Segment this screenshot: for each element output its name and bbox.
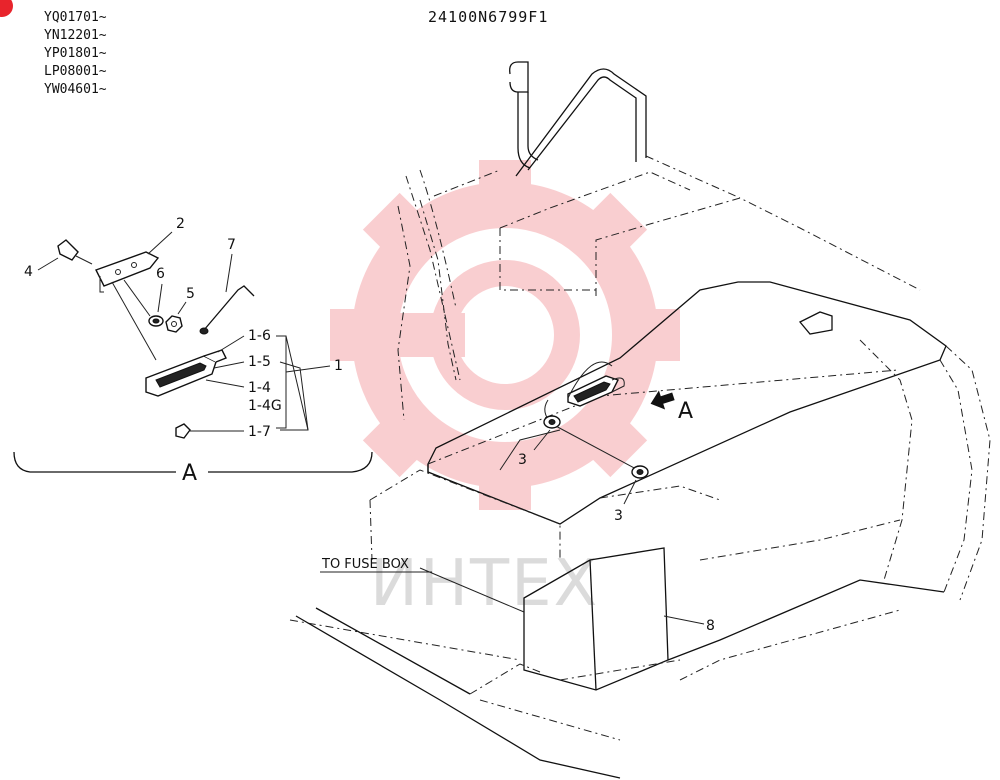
callout-1-6: 1-6	[248, 328, 271, 344]
serial-range: LP08001~	[44, 64, 107, 79]
watermark-logo	[330, 160, 680, 510]
serial-range: YW04601~	[44, 82, 107, 97]
serial-range-list: YQ01701~ YN12201~ YP01801~ LP08001~ YW04…	[44, 10, 107, 97]
clip-part-3	[631, 465, 649, 479]
screw-part-1-7	[175, 423, 244, 439]
callout-2: 2	[176, 216, 185, 232]
serial-range: YQ01701~	[44, 10, 107, 25]
callout-3b: 3	[614, 508, 623, 524]
detail-view-a: A 4 2 6 5	[13, 216, 373, 486]
watermark-text: ИНТЕХ	[370, 547, 599, 621]
callout-5: 5	[186, 286, 195, 302]
serial-range: YP01801~	[44, 46, 107, 61]
clip-part-3	[543, 415, 561, 429]
callout-1-4g: 1-4G	[248, 398, 282, 414]
bolt-part-4	[57, 239, 93, 265]
callout-8: 8	[706, 618, 715, 634]
callout-1-7: 1-7	[248, 424, 271, 440]
callout-4: 4	[24, 264, 33, 280]
callout-1-5: 1-5	[248, 354, 271, 370]
callout-1-4: 1-4	[248, 380, 271, 396]
view-arrow-label: A	[678, 399, 693, 424]
lamp-part-1-4	[145, 349, 227, 397]
callout-1: 1	[334, 358, 343, 374]
serial-range: YN12201~	[44, 28, 107, 43]
drawing-number: 24100N6799F1	[428, 8, 548, 26]
callout-3a: 3	[518, 452, 527, 468]
machine-body	[289, 61, 991, 779]
wire-label: TO FUSE BOX	[321, 557, 409, 572]
callout-7: 7	[227, 237, 236, 253]
cable-part-7	[199, 285, 255, 335]
installed-lamp	[567, 361, 625, 407]
nut-part-5	[165, 315, 183, 333]
callout-6: 6	[156, 266, 165, 282]
view-arrow-icon	[650, 390, 675, 410]
bracket-part-2	[95, 251, 160, 293]
washer-part-6	[148, 315, 164, 327]
detail-view-label: A	[182, 461, 197, 486]
corner-marker-icon	[0, 0, 13, 17]
